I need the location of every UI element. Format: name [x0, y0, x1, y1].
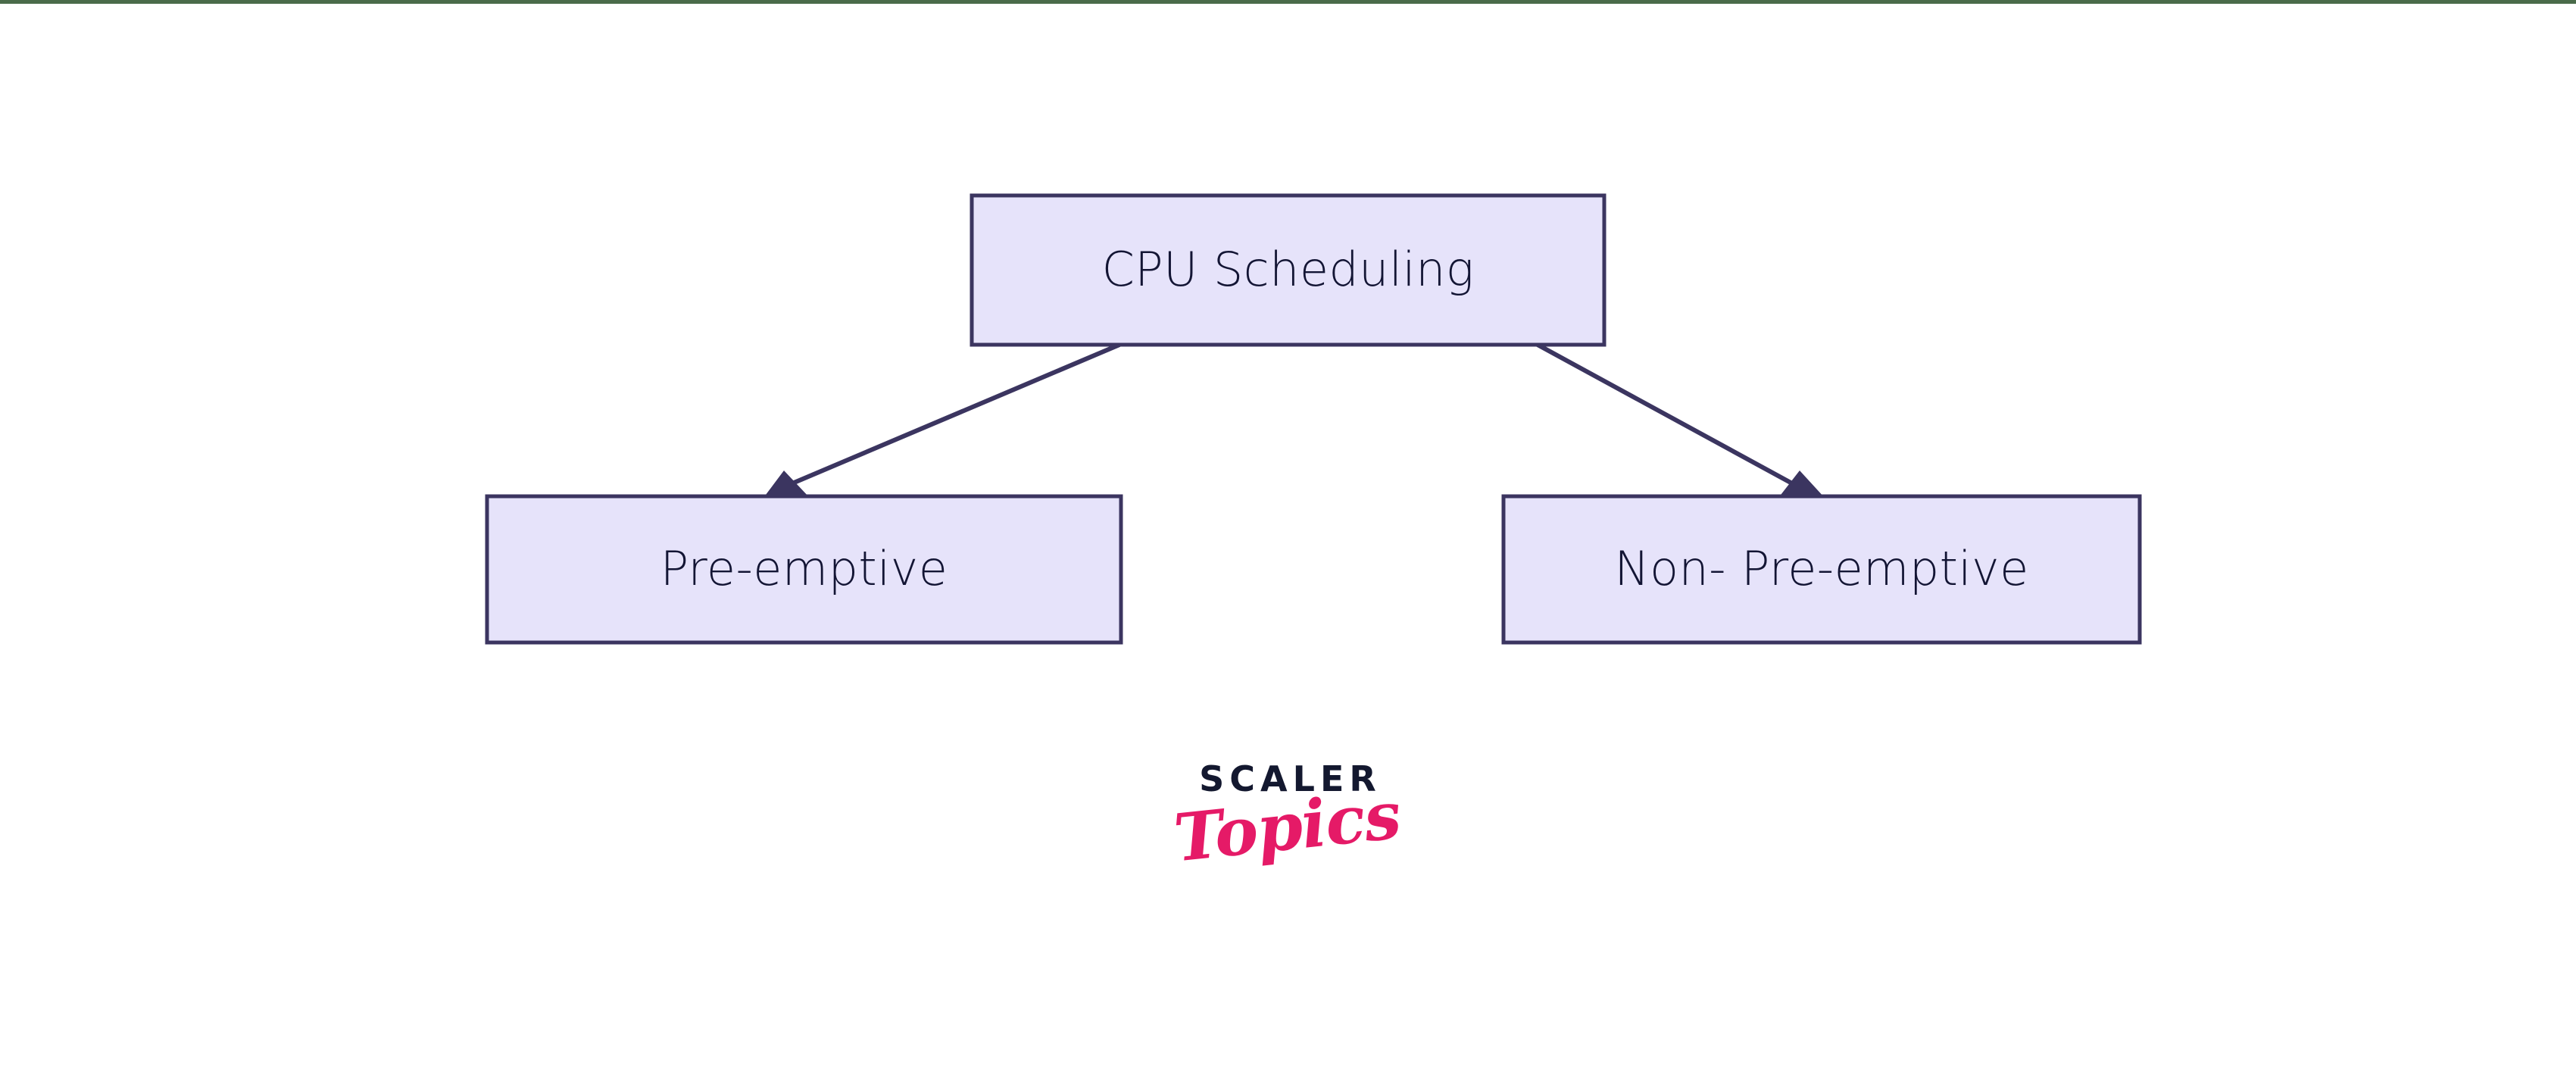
edge-line	[1536, 342, 1794, 486]
top-accent-bar	[0, 0, 2576, 4]
node-label: CPU Scheduling	[1102, 242, 1475, 297]
node-cpu-scheduling[interactable]: CPU Scheduling	[970, 193, 1606, 347]
arrowhead-icon	[763, 471, 810, 498]
node-box	[485, 494, 1123, 645]
node-pre-emptive[interactable]: Pre-emptive	[485, 494, 1123, 645]
node-box	[970, 193, 1606, 347]
node-box	[1501, 494, 2142, 645]
node-label: Pre-emptive	[660, 541, 948, 596]
scaler-topics-logo: SCALER Topics	[1159, 761, 1416, 951]
arrowhead-icon	[1778, 471, 1825, 498]
edge-root-to-non-preemptive	[1536, 342, 1825, 498]
edge-root-to-preemptive	[763, 342, 1121, 498]
node-label: Non- Pre-emptive	[1614, 541, 2028, 596]
logo-wordmark: SCALER	[1199, 758, 1382, 799]
edge-line	[791, 342, 1121, 486]
node-non-pre-emptive[interactable]: Non- Pre-emptive	[1501, 494, 2142, 645]
